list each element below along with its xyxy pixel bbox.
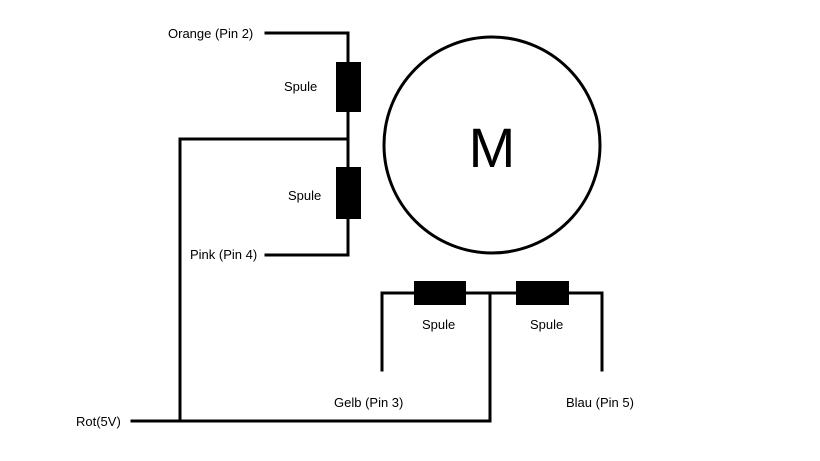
common-5v-upper-wire (178, 137, 350, 423)
coil-label-upper-bottom: Spule (288, 188, 321, 203)
rot-5v-bus-wire (130, 291, 492, 423)
pink-wire (264, 217, 350, 257)
pin-label-orange: Orange (Pin 2) (168, 26, 253, 41)
pin-label-blau: Blau (Pin 5) (566, 395, 634, 410)
pin-label-gelb: Gelb (Pin 3) (334, 395, 403, 410)
coil-label-lower-right: Spule (530, 317, 563, 332)
motor-label: M (469, 116, 516, 179)
coil-upper-bottom (336, 167, 361, 219)
pin-label-rot-5v: Rot(5V) (76, 414, 121, 429)
coil-label-upper-top: Spule (284, 79, 317, 94)
coil-lower-right (516, 281, 569, 305)
orange-wire (264, 31, 350, 64)
coil-upper-top (336, 62, 361, 112)
coil-lower-left (414, 281, 466, 305)
coil-label-lower-left: Spule (422, 317, 455, 332)
gelb-wire (380, 291, 416, 372)
motor-circle (382, 35, 602, 255)
blau-wire (567, 291, 604, 372)
pin-label-pink: Pink (Pin 4) (190, 247, 257, 262)
